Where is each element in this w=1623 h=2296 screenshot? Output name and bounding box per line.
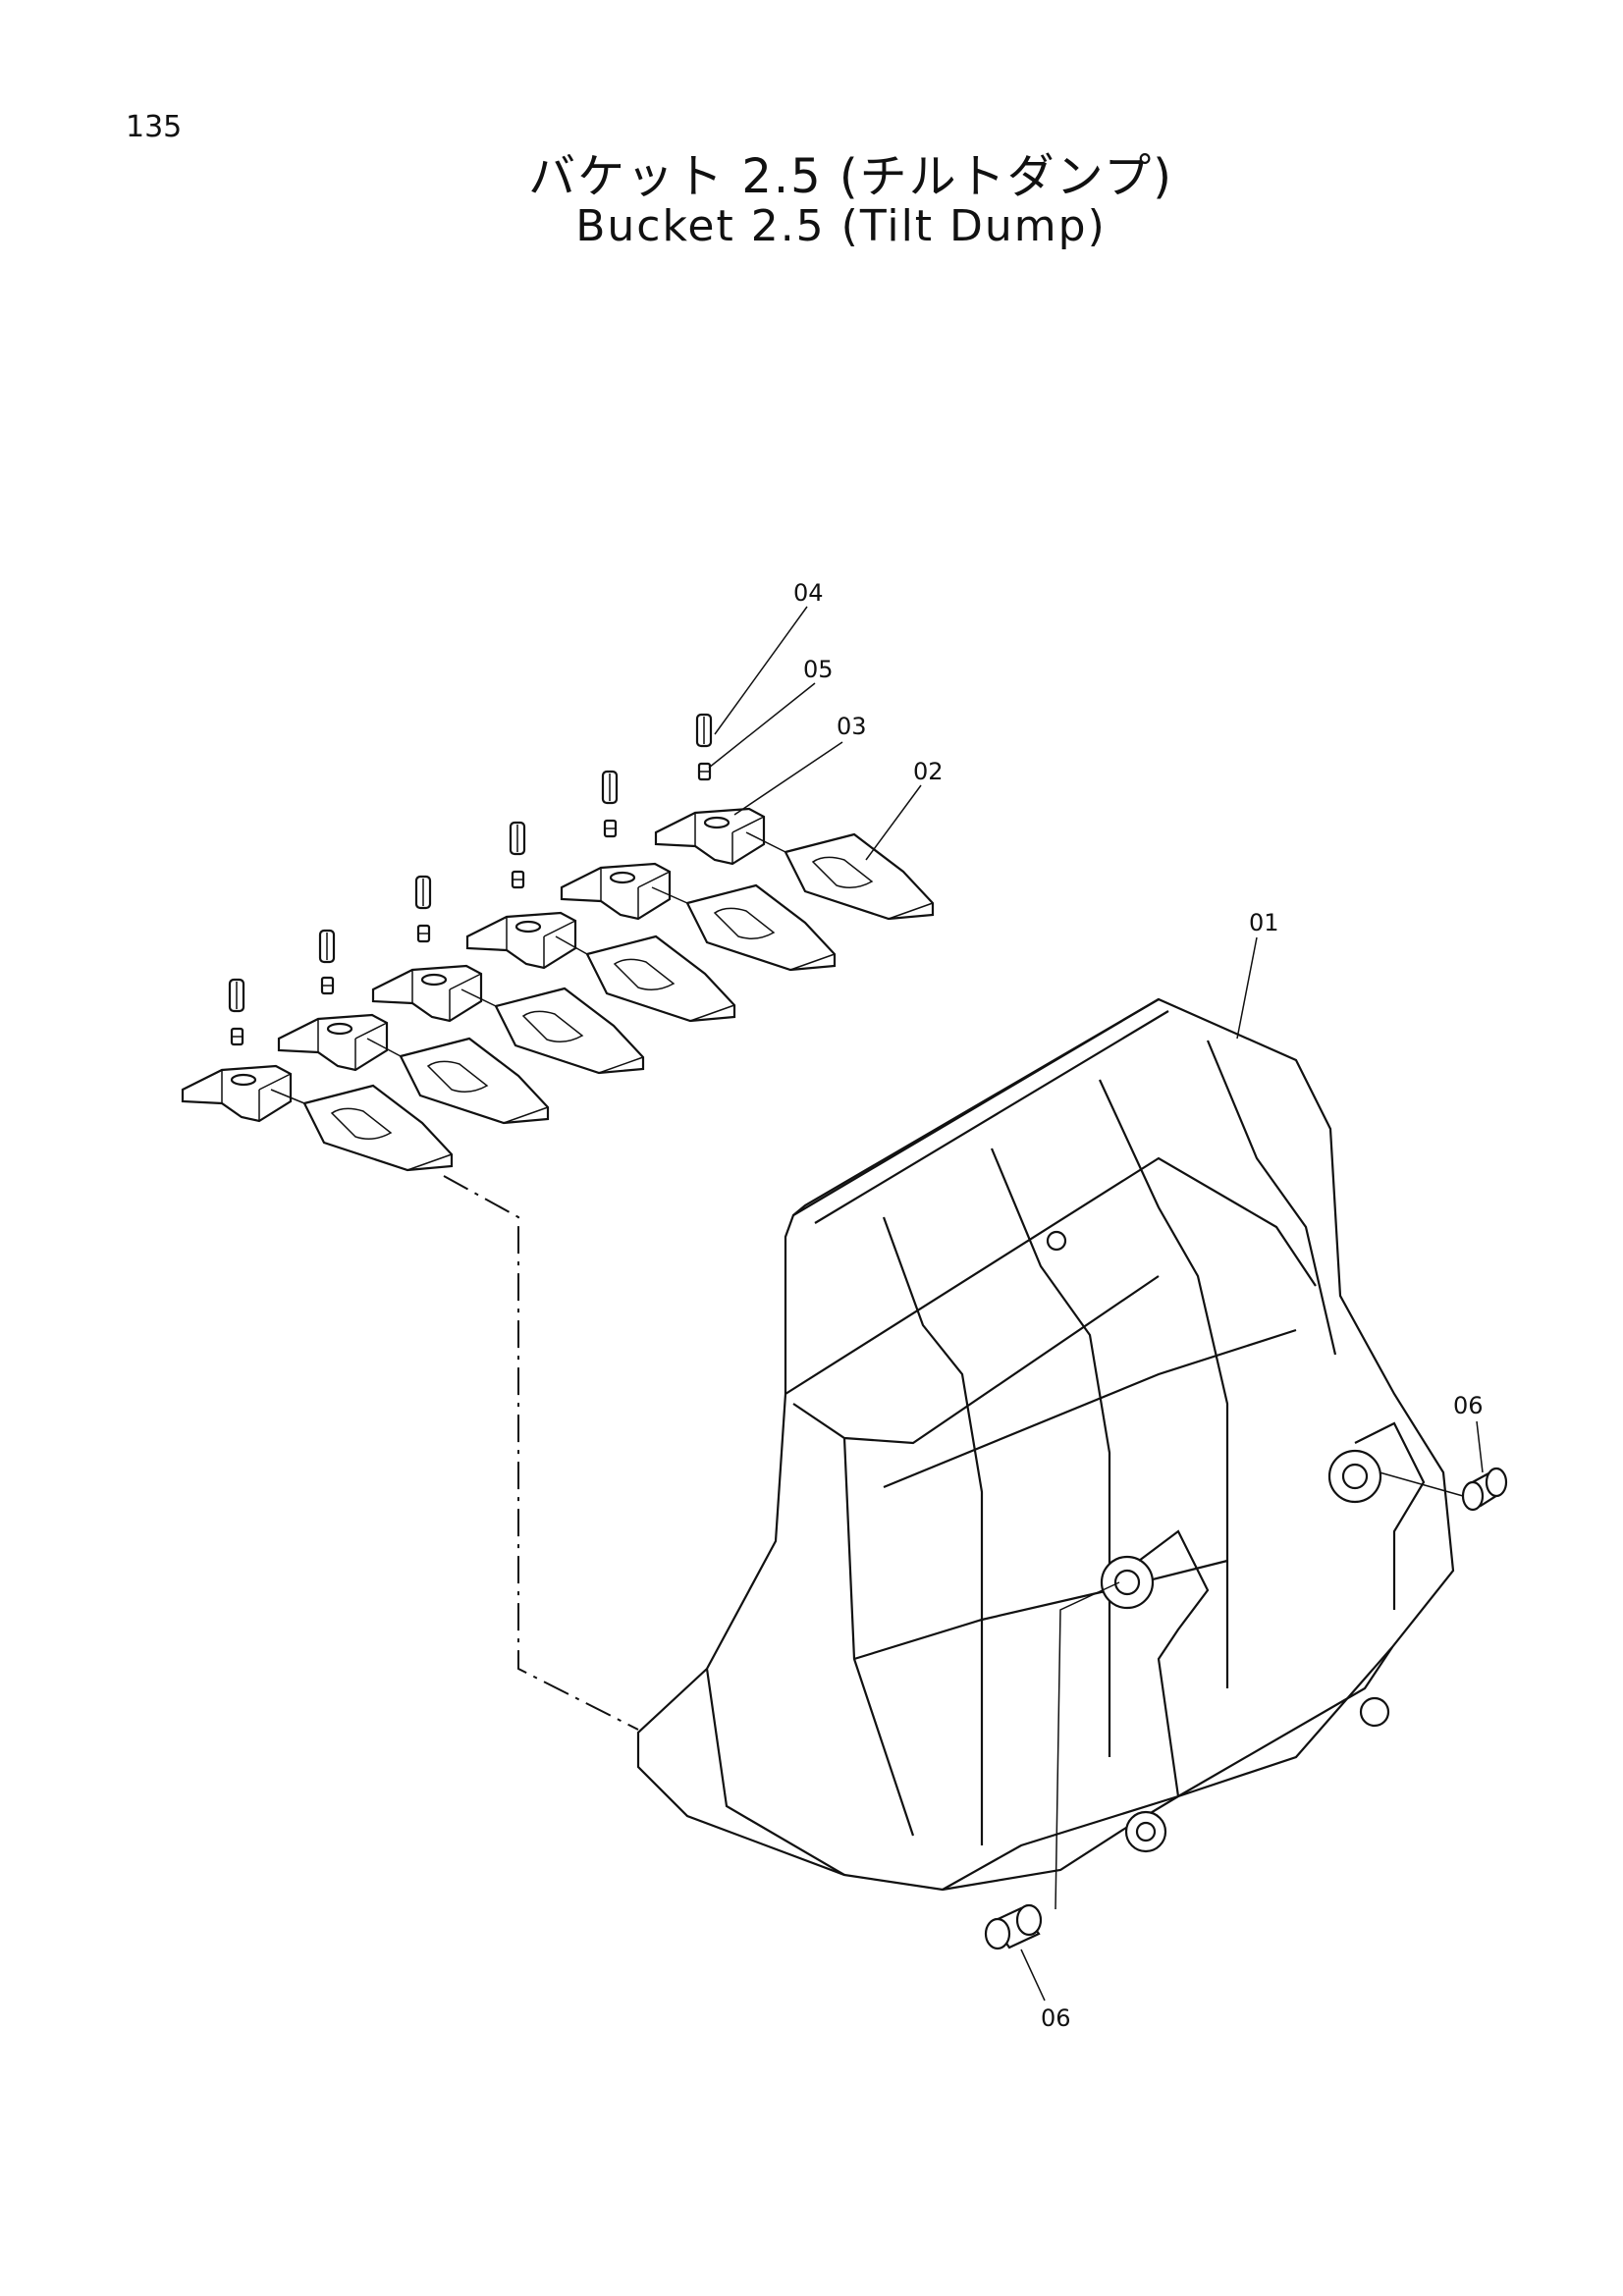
tooth-assembly [371, 875, 645, 1075]
callout-06-right: 06 [1453, 1392, 1484, 1419]
tooth-assembly [181, 978, 454, 1172]
page-number: 135 [126, 110, 183, 144]
tooth-assembly [654, 713, 935, 921]
bushing-right [1461, 1467, 1508, 1512]
callout-leaders [708, 606, 1484, 2002]
tooth-assembly [560, 770, 837, 972]
assembly-leader-line [443, 1175, 639, 1731]
callout-06-bottom: 06 [1041, 2004, 1071, 2032]
tooth-assembly [465, 821, 736, 1023]
bucket-body [636, 997, 1455, 1892]
title-japanese: バケット 2.5 (チルトダンプ) [528, 149, 1173, 204]
callout-05: 05 [803, 656, 834, 683]
bushing-bottom [984, 1903, 1043, 1950]
callout-03: 03 [837, 713, 867, 740]
tooth-assembly [277, 929, 550, 1125]
callout-02: 02 [913, 758, 944, 785]
teeth-assemblies [181, 713, 935, 1172]
title-english: Bucket 2.5 (Tilt Dump) [575, 201, 1107, 251]
callout-01: 01 [1249, 909, 1279, 936]
callout-04: 04 [793, 579, 824, 607]
